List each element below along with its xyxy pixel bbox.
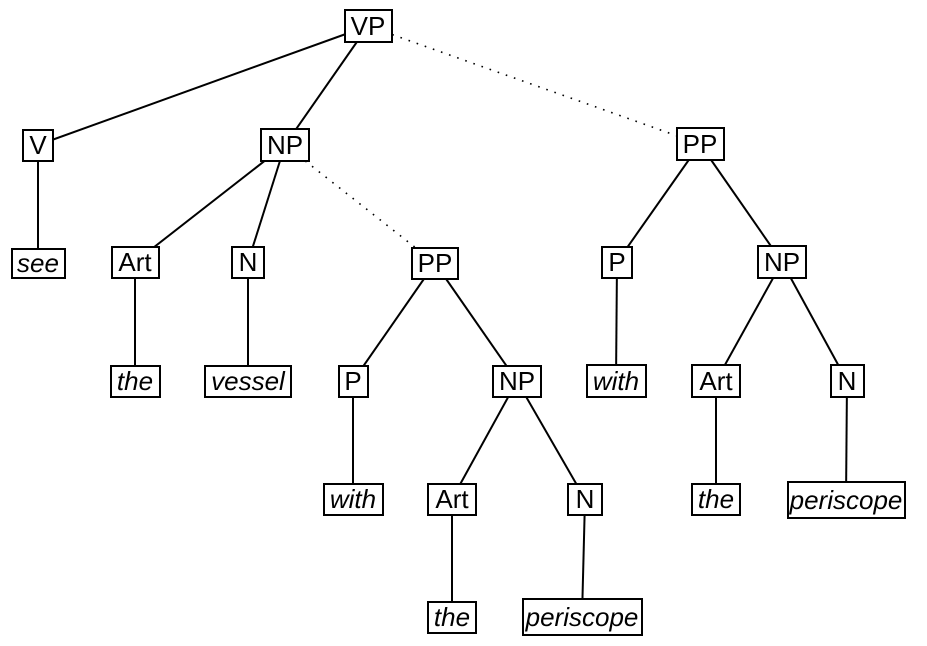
tree-node-v: V: [22, 128, 54, 162]
tree-edge-pp1-np2: [434, 262, 518, 382]
tree-node-np3: NP: [757, 245, 807, 279]
tree-edge-p2-with2: [615, 261, 618, 382]
tree-node-vp: VP: [343, 9, 393, 43]
tree-node-the1: the: [109, 364, 161, 398]
tree-node-periscope1: periscope: [521, 598, 643, 636]
tree-node-np1: NP: [260, 128, 310, 162]
tree-node-periscope2: periscope: [786, 481, 906, 519]
tree-node-p1: P: [337, 364, 369, 398]
tree-node-n2: N: [567, 482, 603, 516]
tree-node-the3: the: [691, 482, 741, 516]
tree-edge-vp-v: [37, 25, 369, 146]
tree-edge-pp1-p1: [352, 262, 436, 382]
tree-node-np2: NP: [492, 364, 542, 398]
tree-edge-pp2-np3: [699, 143, 783, 263]
tree-edge-np2-n2: [516, 380, 586, 500]
tree-edge-vp-pp2-dotted: [367, 25, 701, 145]
tree-node-p2: P: [601, 245, 633, 279]
tree-edge-np2-art2: [451, 380, 518, 500]
tree-node-art3: Art: [691, 364, 741, 398]
tree-node-pp1: PP: [411, 246, 459, 280]
tree-node-n1: N: [231, 245, 265, 279]
tree-edge-n3-periscope2: [845, 380, 848, 501]
tree-edge-n2-periscope1: [581, 498, 586, 618]
tree-edge-np3-n3: [781, 261, 848, 382]
tree-node-art1: Art: [110, 245, 160, 279]
tree-node-with2: with: [585, 364, 647, 398]
tree-node-n3: N: [829, 364, 865, 398]
tree-edge-np1-n1: [247, 144, 286, 263]
tree-node-art2: Art: [427, 482, 477, 516]
tree-node-see: see: [10, 247, 66, 279]
tree-node-vessel: vessel: [204, 364, 292, 398]
tree-node-the2: the: [427, 600, 477, 634]
tree-node-with1: with: [322, 482, 384, 516]
tree-edge-np1-pp1-dotted: [284, 144, 436, 264]
tree-edge-vp-np1: [284, 25, 369, 146]
tree-edge-pp2-p2: [616, 143, 701, 263]
tree-edge-np3-art3: [715, 261, 783, 382]
tree-node-pp2: PP: [675, 127, 725, 161]
tree-edge-np1-art1: [134, 144, 286, 263]
